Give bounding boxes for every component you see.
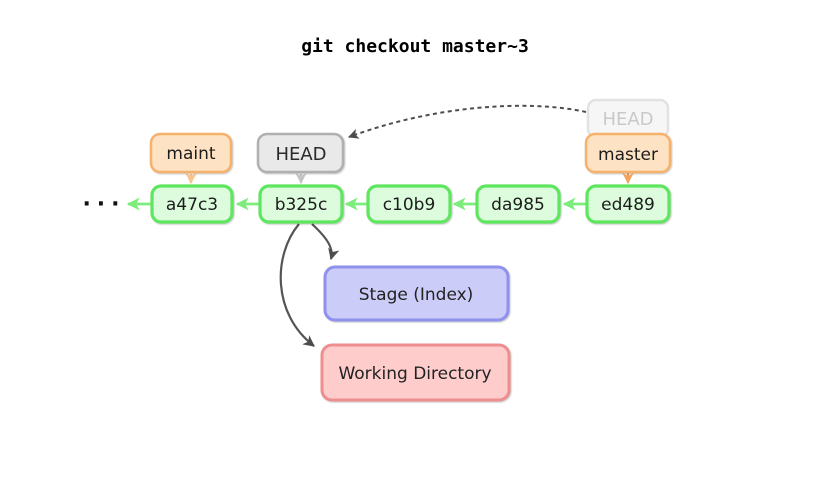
commit-node-c10b9: c10b9: [366, 184, 452, 224]
head-ref: HEAD: [256, 132, 345, 174]
commit-node-da985: da985: [475, 184, 561, 224]
commit-id: c10b9: [383, 195, 436, 215]
checkout-to-working-arrow: [279, 223, 315, 347]
commit-node-ed489: ed489: [585, 184, 671, 224]
commit-box: [366, 184, 452, 224]
working-directory-label: Working Directory: [338, 364, 491, 384]
commit-box: [258, 184, 344, 224]
maint-label: maint: [166, 144, 215, 164]
maint-box: [149, 132, 233, 174]
commit-node-b325c: b325c: [258, 184, 344, 224]
branch-master: master: [584, 132, 672, 174]
head-label: HEAD: [275, 144, 326, 165]
working-directory-box: [320, 343, 511, 402]
head-ref-previous: HEAD: [586, 98, 670, 139]
diagram-title: git checkout master~3: [301, 36, 529, 57]
stage-area: Stage (Index): [323, 265, 510, 322]
working-directory-area: Working Directory: [320, 343, 511, 402]
master-label: master: [598, 145, 658, 165]
stage-label: Stage (Index): [359, 285, 474, 305]
head-move-dashed-arrow: [348, 104, 587, 139]
commit-node-a47c3: a47c3: [150, 184, 234, 224]
head-previous-label: HEAD: [602, 109, 653, 130]
stage-box: [323, 265, 510, 322]
history-ellipsis: ···: [82, 192, 125, 217]
branch-maint: maint: [149, 132, 233, 174]
commit-id: da985: [491, 195, 545, 215]
commit-id: ed489: [601, 195, 655, 215]
head-box: [256, 132, 345, 174]
commit-box: [585, 184, 671, 224]
master-box: [584, 132, 672, 174]
commit-id: a47c3: [166, 195, 218, 215]
commit-box: [475, 184, 561, 224]
checkout-to-stage-arrow: [311, 223, 340, 261]
commit-id: b325c: [275, 195, 328, 215]
commit-box: [150, 184, 234, 224]
